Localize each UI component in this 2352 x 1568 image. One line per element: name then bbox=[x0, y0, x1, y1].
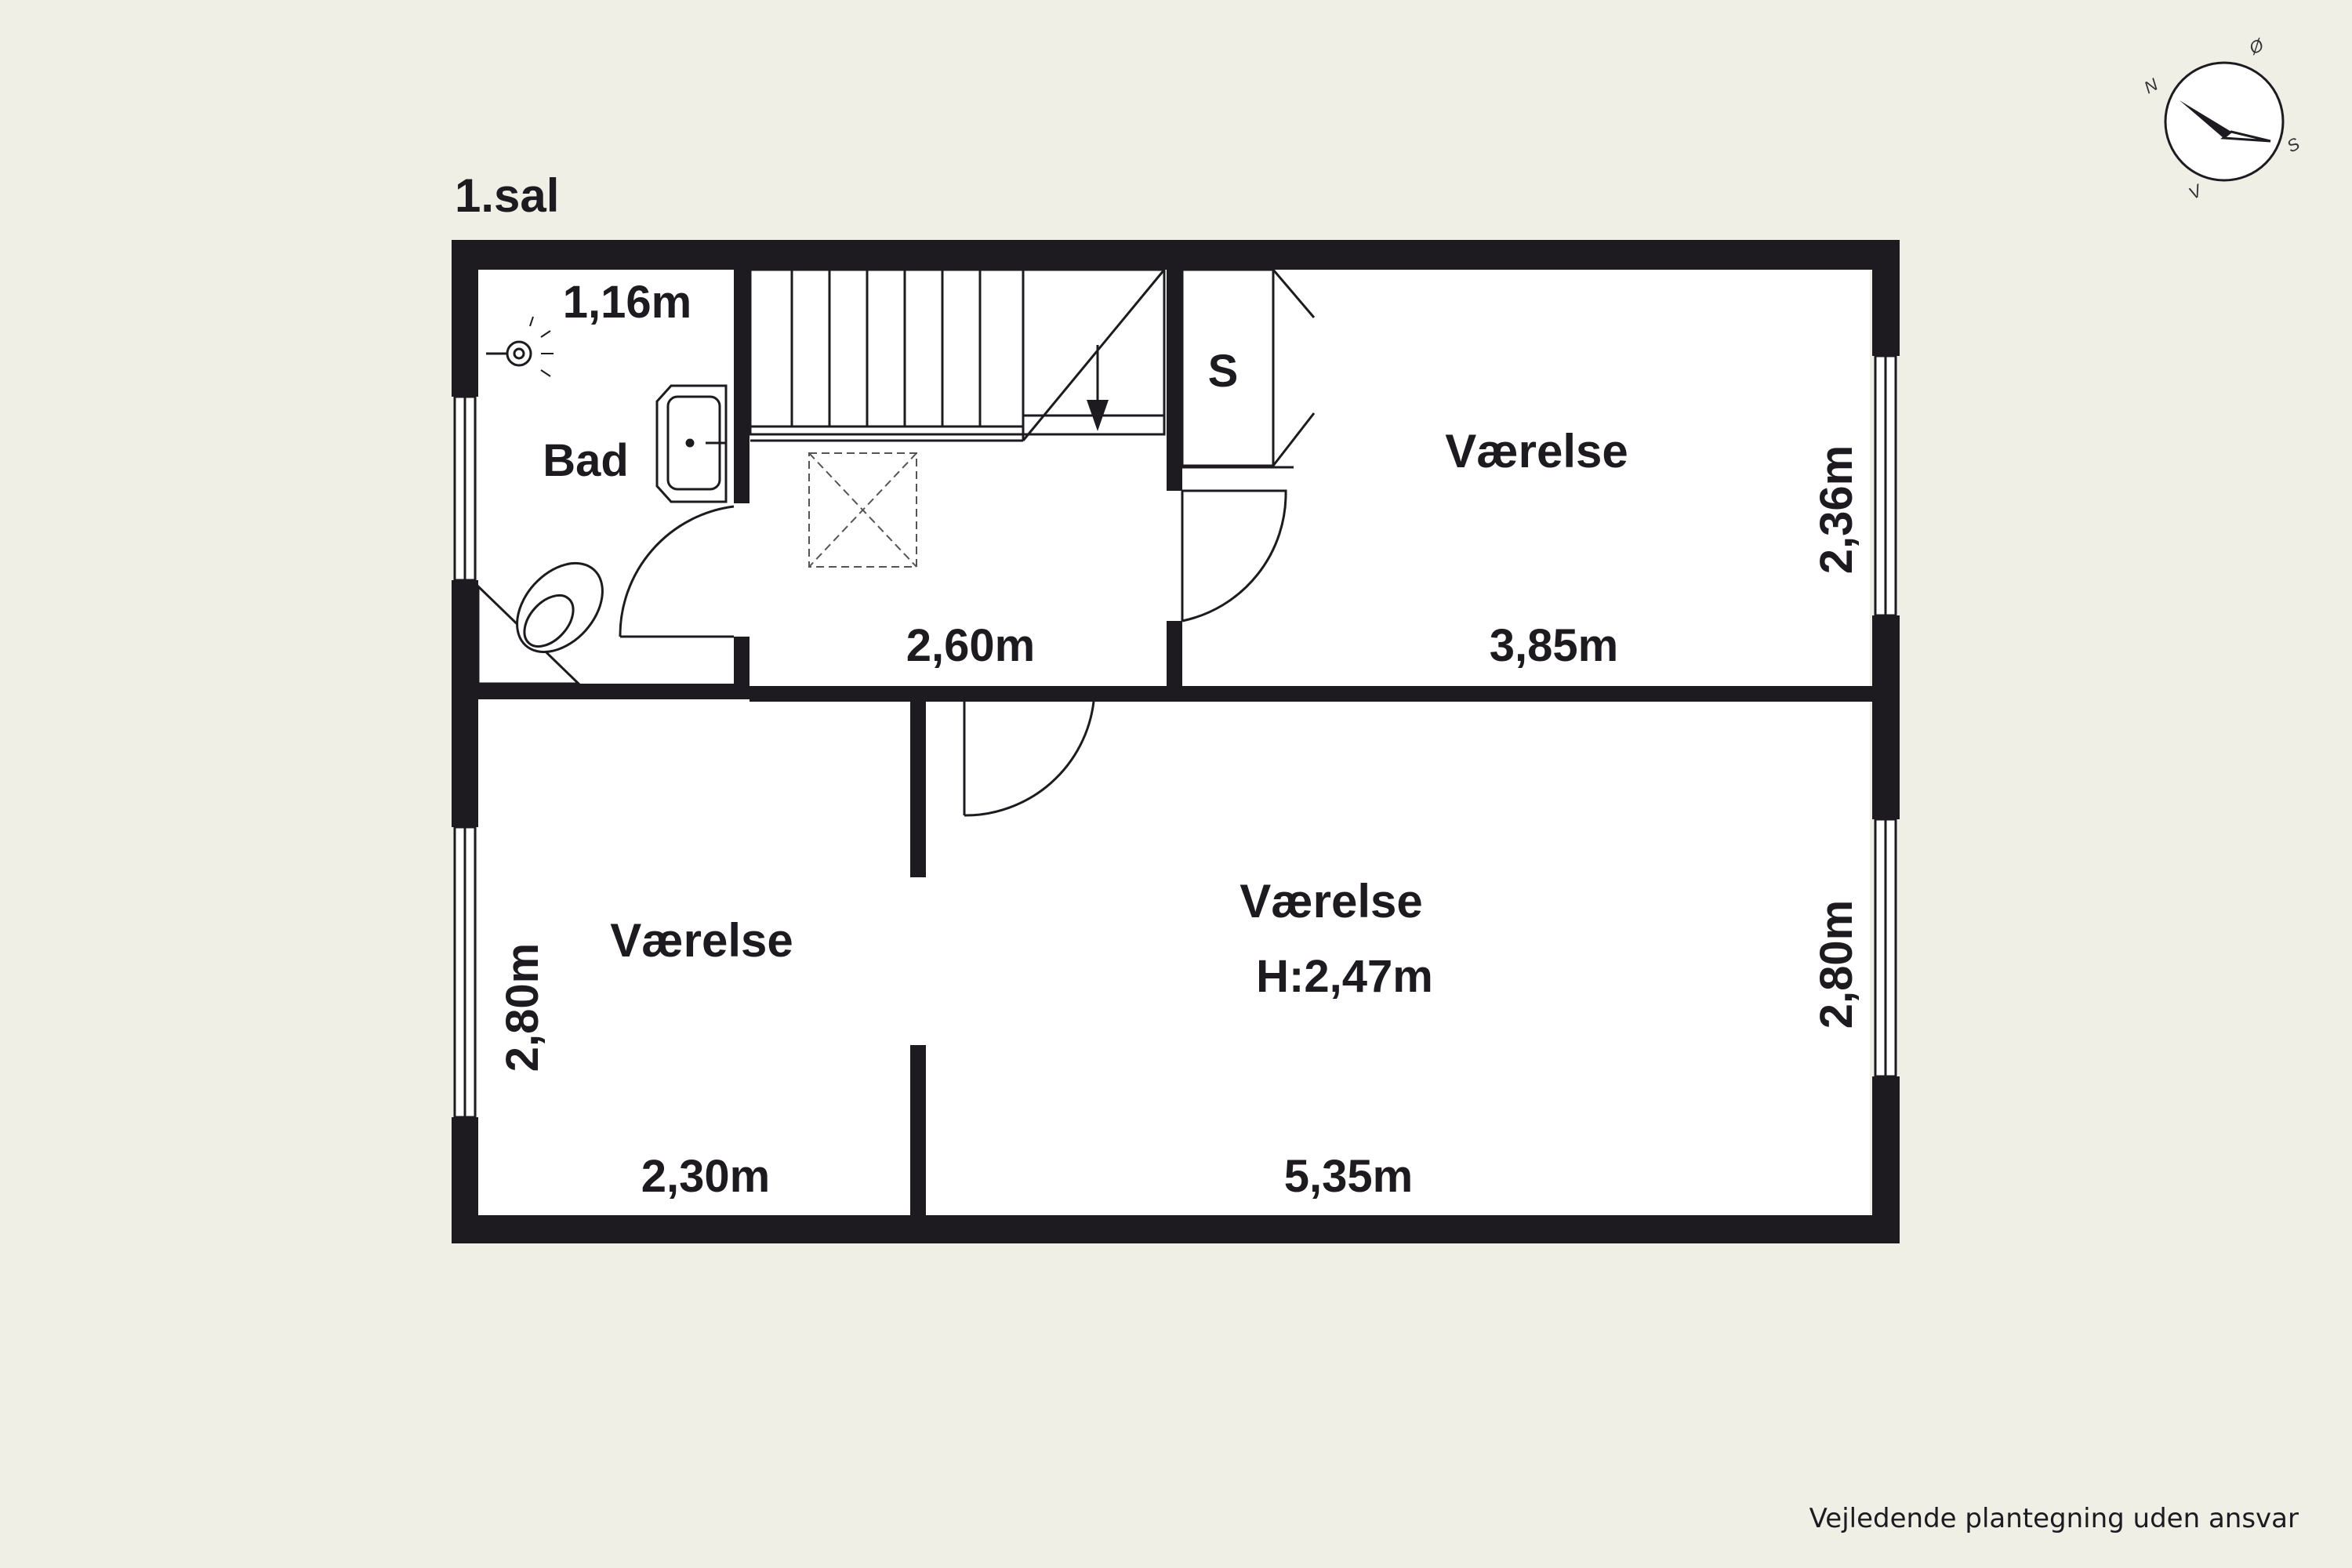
toilet-icon bbox=[477, 561, 604, 685]
room-sw-width-label: 2,30m bbox=[641, 1151, 770, 1202]
room-se-name-label: Værelse bbox=[1240, 875, 1423, 927]
window-room-ne bbox=[1874, 354, 1897, 617]
doors bbox=[619, 489, 1287, 817]
window-room-se bbox=[1874, 818, 1897, 1078]
bad-width-label: 1,16m bbox=[563, 277, 691, 328]
door-bad bbox=[619, 505, 735, 638]
storage-label: S bbox=[1208, 346, 1239, 397]
room-ne-name-label: Værelse bbox=[1445, 425, 1628, 477]
shower-icon bbox=[486, 316, 554, 377]
room-ne-depth-label: 2,36m bbox=[1811, 445, 1862, 574]
door-room-ne bbox=[1181, 489, 1287, 622]
room-se-depth-label: 2,80m bbox=[1811, 900, 1862, 1029]
window-bad bbox=[453, 395, 477, 582]
room-sw-depth-label: 2,80m bbox=[497, 943, 548, 1072]
compass-east-label: Ø bbox=[2245, 34, 2268, 58]
room-sw-name-label: Værelse bbox=[610, 914, 793, 967]
window-room-sw bbox=[453, 826, 477, 1119]
windows bbox=[453, 354, 1897, 1119]
door-room-se bbox=[963, 701, 1095, 817]
floor-title: 1.sal bbox=[455, 169, 559, 222]
room-se-width-label: 5,35m bbox=[1284, 1151, 1413, 1202]
room-se-height-label: H:2,47m bbox=[1256, 951, 1433, 1002]
compass-south-label: S bbox=[2284, 133, 2303, 156]
ceiling-hatch bbox=[808, 452, 917, 568]
hall-width-label: 2,60m bbox=[906, 620, 1035, 671]
compass-icon: N Ø S V bbox=[2141, 34, 2303, 203]
disclaimer-caption: Vejledende plantegning uden ansvar bbox=[1809, 1503, 2299, 1534]
outer-walls bbox=[452, 240, 1900, 1243]
washbasin-icon bbox=[655, 384, 728, 503]
room-ne-width-label: 3,85m bbox=[1490, 620, 1618, 671]
storage-closet bbox=[1181, 268, 1316, 469]
compass-north-label: N bbox=[2141, 74, 2161, 98]
bad-name-label: Bad bbox=[543, 435, 629, 486]
compass-west-label: V bbox=[2186, 180, 2207, 203]
interior-walls bbox=[478, 270, 1875, 1215]
stair-arrow-icon bbox=[1087, 345, 1109, 431]
